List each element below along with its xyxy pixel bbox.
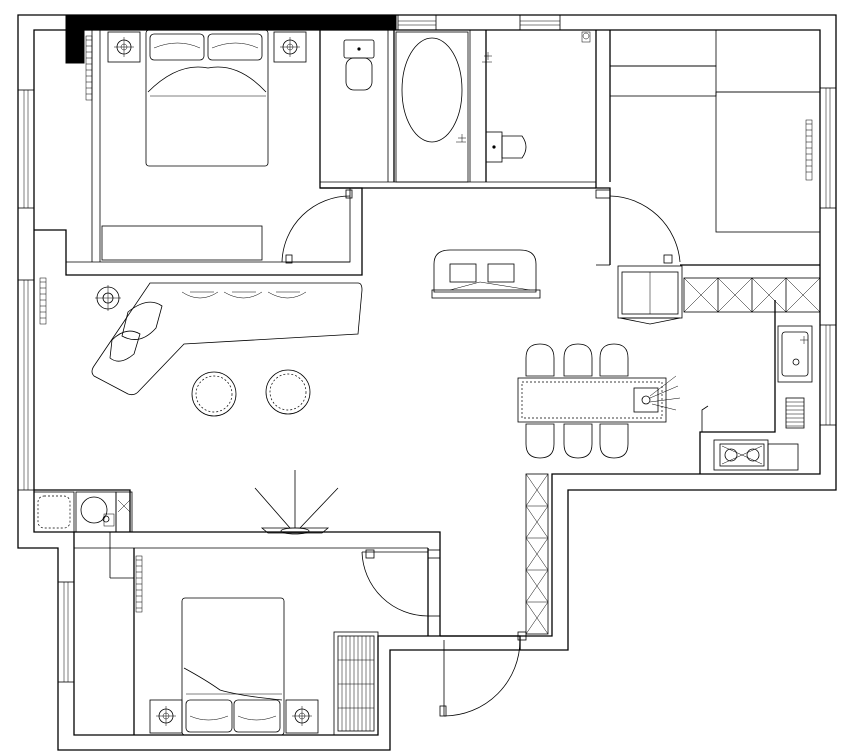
inner-wall-outline (33, 29, 821, 736)
radiator (805, 119, 813, 181)
living-room (39, 277, 363, 535)
nightstand-left (107, 31, 141, 63)
toilet (343, 39, 375, 91)
ceiling-fan (254, 470, 339, 535)
double-bed (145, 29, 269, 167)
window-kitchen (819, 324, 837, 426)
bedroom-2 (609, 29, 821, 233)
utility (33, 491, 133, 533)
windows (17, 14, 837, 683)
radiator (85, 35, 93, 101)
task-chair (109, 301, 163, 362)
interior-walls (34, 30, 820, 735)
nightstand-right (285, 699, 319, 734)
entrance-shoe-cabinet (525, 473, 549, 635)
door-bedroom-2 (595, 189, 681, 264)
bedroom-3 (135, 555, 379, 736)
toilet (485, 131, 527, 163)
kitchen-sink (777, 325, 813, 383)
dining-kitchen (431, 249, 821, 471)
wardrobe (101, 225, 263, 261)
door-master-bedroom (281, 189, 353, 264)
nightstand-left (149, 699, 183, 734)
washing-machine (33, 491, 75, 533)
dining-chairs (525, 343, 629, 459)
faucet-line (701, 405, 709, 432)
outer-wall-outline (17, 14, 837, 751)
oval-bathtub (395, 31, 469, 183)
nightstand-right (273, 31, 307, 63)
structural-column (65, 14, 397, 30)
radiator (135, 555, 143, 613)
shoe-cabinet (333, 631, 379, 736)
utility-shelf (103, 491, 133, 533)
window-bedroom-3 (57, 581, 75, 683)
built-in-wardrobe (609, 29, 821, 233)
floor-lamp (95, 285, 121, 311)
cooktop (713, 439, 799, 471)
window-bathroom-top (397, 14, 437, 31)
master-bedroom (85, 29, 307, 261)
doors (281, 189, 681, 717)
dish-rack (785, 397, 805, 429)
window-living-room (17, 279, 35, 491)
island (517, 375, 681, 423)
l-desk (91, 282, 363, 396)
door-entrance (439, 631, 527, 717)
window-bedroom-2 (819, 87, 837, 209)
structural-column-corner (65, 14, 85, 64)
window-wc-top (519, 14, 561, 31)
door-bedroom-3 (361, 549, 441, 617)
exterior-walls (17, 14, 837, 751)
radiator (39, 277, 47, 325)
bathroom (343, 31, 469, 183)
wc (482, 31, 591, 163)
cabinets (683, 277, 821, 313)
refrigerator (617, 265, 683, 325)
double-bed (181, 597, 285, 736)
window-master-bedroom (17, 89, 35, 209)
round-stools (191, 369, 311, 417)
double-sink-vanity (431, 249, 541, 299)
